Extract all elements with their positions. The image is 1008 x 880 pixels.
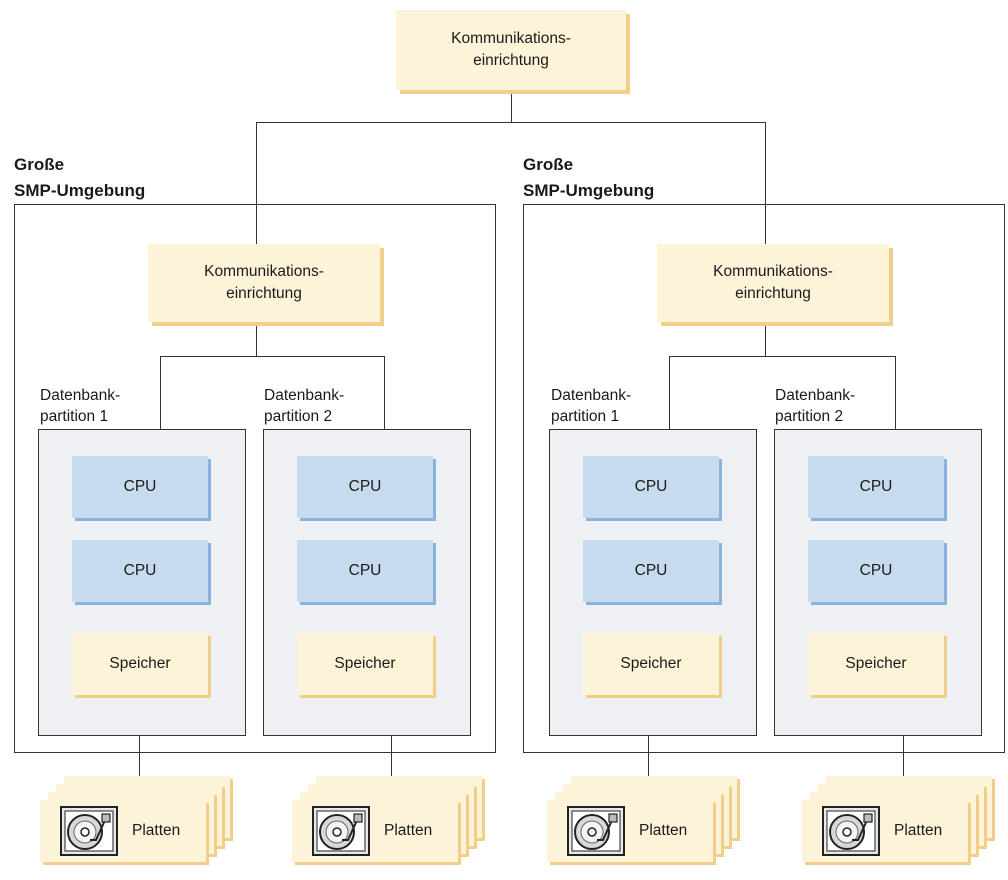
env-2-p2-cpu-1: CPU — [808, 456, 944, 518]
env-2-comm-line1: Kommunikations- — [713, 263, 833, 280]
env-2-title-line1: Große — [523, 155, 574, 174]
disk-stack-3-front-card: Platten — [547, 800, 713, 862]
env-2-p2-memory: Speicher — [808, 633, 944, 695]
env-2-p1-memory: Speicher — [583, 633, 719, 695]
env-1-title-line2: SMP-Umgebung — [14, 181, 146, 200]
env-2-title-line2: SMP-Umgebung — [523, 181, 655, 200]
environment-2-title: Große SMP-Umgebung — [523, 152, 654, 204]
disk-stack-1: Platten — [40, 776, 240, 866]
top-comm-label-line1: Kommunikations- — [451, 30, 571, 47]
disk-stack-1-label: Platten — [132, 822, 181, 839]
env-1-p1-memory: Speicher — [72, 633, 208, 695]
disk-stack-4: Platten — [802, 776, 1002, 866]
env-1-comm-line2: einrichtung — [226, 285, 302, 302]
disk-stack-3: Platten — [547, 776, 747, 866]
env-2-partition-1-label: Datenbank- partition 1 — [551, 385, 631, 427]
env-2-p1-cpu-2: CPU — [583, 540, 719, 602]
env-2-p1-label-line1: Datenbank- — [551, 387, 632, 404]
disk-stack-3-label: Platten — [639, 822, 688, 839]
disk-stack-2-label: Platten — [384, 822, 433, 839]
disk-stack-2: Platten — [292, 776, 492, 866]
disk-stack-2-front-card: Platten — [292, 800, 458, 862]
env-1-comm-line1: Kommunikations- — [204, 263, 324, 280]
env-2-partition-2-label: Datenbank- partition 2 — [775, 385, 855, 427]
env-1-p1-label-line1: Datenbank- — [40, 387, 121, 404]
env-2-comm-line2: einrichtung — [735, 285, 811, 302]
env-1-partition-1-label: Datenbank- partition 1 — [40, 385, 120, 427]
env-1-communication-facility: Kommunikations- einrichtung — [148, 244, 380, 322]
env-1-p2-memory: Speicher — [297, 633, 433, 695]
disk-stack-1-front-card: Platten — [40, 800, 206, 862]
disk-stack-4-front-card: Platten — [802, 800, 968, 862]
hard-disk-icon — [312, 806, 370, 856]
env-1-title-line1: Große — [14, 155, 65, 174]
hard-disk-icon — [567, 806, 625, 856]
environment-2-box — [523, 204, 1005, 753]
env-2-communication-facility: Kommunikations- einrichtung — [657, 244, 889, 322]
env-2-p2-cpu-2: CPU — [808, 540, 944, 602]
env-2-p2-label-line1: Datenbank- — [775, 387, 856, 404]
env-1-p2-cpu-1: CPU — [297, 456, 433, 518]
hard-disk-icon — [60, 806, 118, 856]
env-1-p1-label-line2: partition 1 — [40, 408, 109, 425]
hard-disk-icon — [822, 806, 880, 856]
env-2-p1-label-line2: partition 1 — [551, 408, 620, 425]
top-comm-label-line2: einrichtung — [473, 52, 549, 69]
environment-1-title: Große SMP-Umgebung — [14, 152, 145, 204]
env-1-p2-cpu-2: CPU — [297, 540, 433, 602]
env-1-p2-label-line2: partition 2 — [264, 408, 333, 425]
disk-stack-4-label: Platten — [894, 822, 943, 839]
env-2-p2-label-line2: partition 2 — [775, 408, 844, 425]
env-2-p1-cpu-1: CPU — [583, 456, 719, 518]
env-1-partition-2-label: Datenbank- partition 2 — [264, 385, 344, 427]
environment-1-box — [14, 204, 496, 753]
env-1-p1-cpu-1: CPU — [72, 456, 208, 518]
top-communication-facility: Kommunikations- einrichtung — [396, 10, 626, 90]
env-1-p1-cpu-2: CPU — [72, 540, 208, 602]
env-1-p2-label-line1: Datenbank- — [264, 387, 345, 404]
